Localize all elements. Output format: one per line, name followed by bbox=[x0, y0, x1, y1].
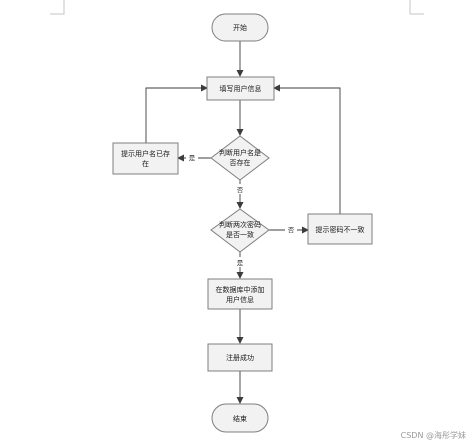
edge-label-password-yes-text: 是 bbox=[237, 259, 244, 267]
watermark-text: CSDN @海彤学妹 bbox=[401, 430, 466, 440]
edge-label-username-yes: 是 bbox=[186, 152, 198, 162]
edge-label-username-no-text: 否 bbox=[237, 186, 244, 194]
node-check-username-line-2: 否存在 bbox=[230, 158, 251, 167]
edge-label-password-yes: 是 bbox=[234, 257, 246, 267]
node-username-exists-line-1: 提示用户名已存 bbox=[121, 149, 170, 158]
node-check-username-line-1: 判断用户名是 bbox=[219, 148, 261, 157]
edge-label-username-yes-text: 是 bbox=[189, 154, 196, 162]
node-check-password-line-1: 判断两次密码 bbox=[219, 220, 261, 229]
node-start-label: 开始 bbox=[233, 23, 247, 32]
node-fill-info-label: 填写用户信息 bbox=[220, 84, 262, 93]
edge-label-password-no-text: 否 bbox=[288, 226, 295, 234]
page-corner-mark-top-left bbox=[50, 0, 65, 15]
node-end: 结束 bbox=[211, 403, 269, 433]
node-password-mismatch: 提示密码不一致 bbox=[307, 213, 373, 245]
edge-username-exists-back bbox=[145, 84, 208, 143]
node-username-exists-line-2: 在 bbox=[142, 159, 149, 168]
edge-label-username-no: 否 bbox=[234, 184, 246, 194]
node-add-user-line-1: 在数据库中添加 bbox=[216, 285, 265, 294]
edge-password-mismatch-back bbox=[273, 84, 341, 214]
node-check-password: 判断两次密码 是否一致 bbox=[210, 208, 270, 253]
node-check-password-line-2: 是否一致 bbox=[226, 230, 254, 239]
node-register-success-label: 注册成功 bbox=[226, 353, 254, 362]
node-username-exists: 提示用户名已存 在 bbox=[112, 142, 179, 175]
edge-label-password-no: 否 bbox=[285, 224, 297, 234]
node-password-mismatch-label: 提示密码不一致 bbox=[316, 225, 365, 234]
node-add-user-line-2: 用户信息 bbox=[226, 295, 254, 304]
node-check-username: 判断用户名是 否存在 bbox=[210, 135, 270, 181]
node-register-success: 注册成功 bbox=[207, 343, 273, 372]
node-end-label: 结束 bbox=[233, 414, 247, 423]
node-fill-info: 填写用户信息 bbox=[206, 76, 275, 101]
node-start: 开始 bbox=[211, 13, 269, 42]
page-corner-mark-top-right bbox=[409, 0, 424, 15]
node-add-user: 在数据库中添加 用户信息 bbox=[207, 278, 273, 310]
